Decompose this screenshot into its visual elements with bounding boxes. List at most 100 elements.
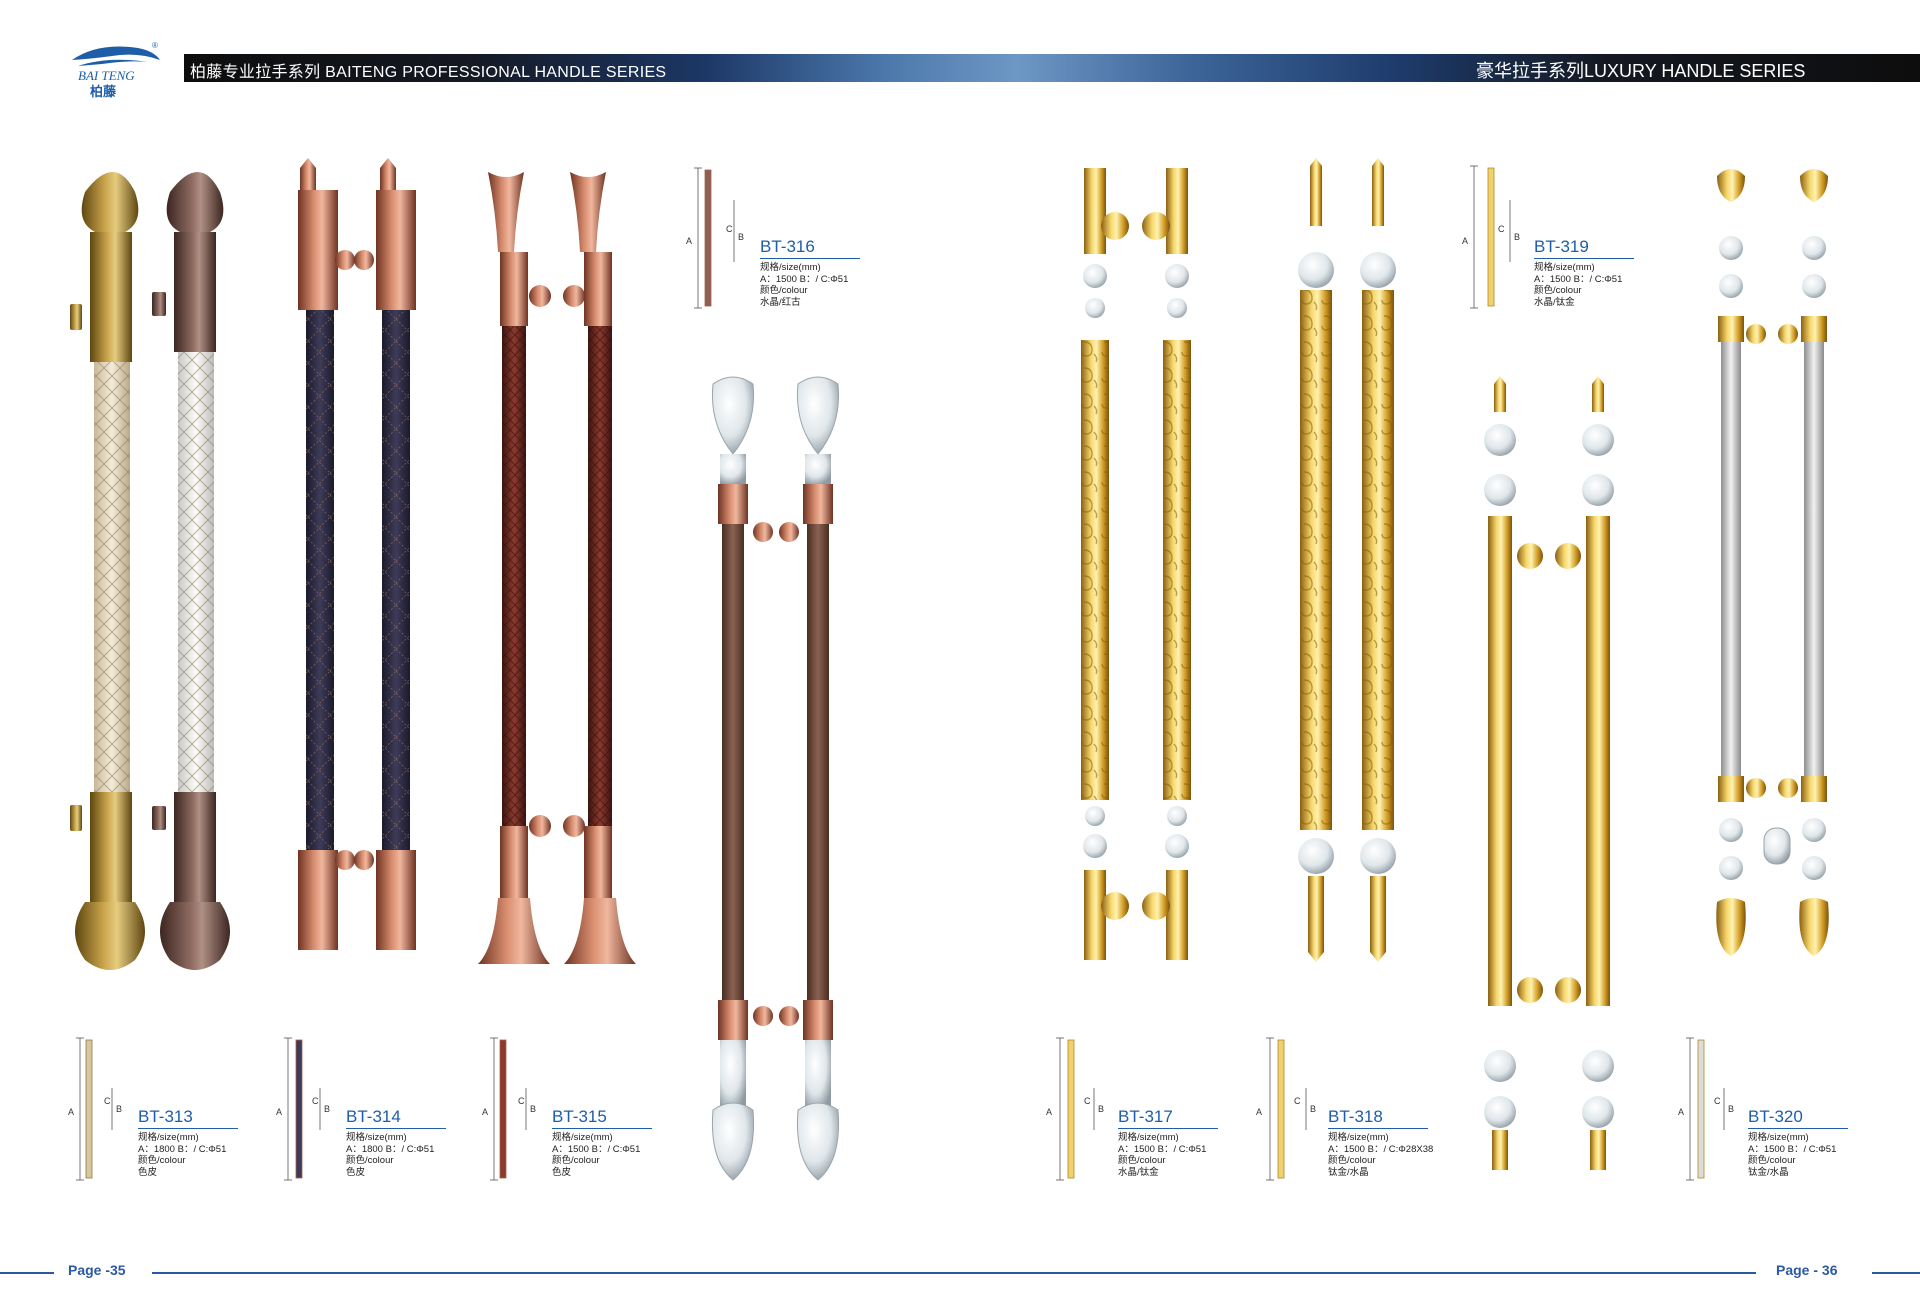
- dim-a-label: A: [1462, 236, 1468, 246]
- spec-block-bt320: BT-320 规格/size(mm) A：1500 B：/ C:Φ51 颜色/c…: [1748, 1106, 1868, 1178]
- size-label: 规格/size(mm): [346, 1132, 407, 1143]
- size-label: 规格/size(mm): [1328, 1132, 1389, 1143]
- header-left-title: 柏藤专业拉手系列 BAITENG PROFESSIONAL HANDLE SER…: [190, 64, 667, 81]
- dim-b-label: B: [738, 232, 744, 242]
- spec-block-bt318: BT-318 规格/size(mm) A：1500 B：/ C:Φ28X38 颜…: [1328, 1106, 1448, 1178]
- logo-text-top: BAI TENG: [78, 68, 135, 83]
- dim-c-label: C: [1084, 1096, 1091, 1106]
- spec-block-bt317: BT-317 规格/size(mm) A：1500 B：/ C:Φ51 颜色/c…: [1118, 1106, 1238, 1178]
- colour-label: 颜色/colour: [1328, 1155, 1376, 1166]
- colour-value: 色皮: [552, 1166, 572, 1178]
- registered-mark: ®: [152, 41, 158, 50]
- dim-c-label: C: [104, 1096, 111, 1106]
- size-value: A：1500 B：/ C:Φ51: [1118, 1143, 1207, 1155]
- footer-line-right: [1872, 1272, 1920, 1274]
- handle-bt318-left: [1298, 158, 1334, 962]
- colour-label: 颜色/colour: [1748, 1155, 1796, 1166]
- spec-block-bt313: BT-313 规格/size(mm) A：1800 B：/ C:Φ51 颜色/c…: [138, 1106, 258, 1178]
- dim-a-label: A: [1046, 1107, 1052, 1117]
- size-value: A：1500 B：/ C:Φ51: [760, 273, 849, 285]
- dim-a-label: A: [276, 1107, 282, 1117]
- handle-bt320-right: [1778, 169, 1829, 956]
- size-label: 规格/size(mm): [552, 1132, 613, 1143]
- dim-b-label: B: [1514, 232, 1520, 242]
- dim-b-label: B: [1728, 1104, 1734, 1114]
- dim-b-label: B: [1098, 1104, 1104, 1114]
- handle-bt316-right: [779, 376, 840, 1181]
- dim-c-label: C: [1294, 1096, 1301, 1106]
- dim-b-label: B: [116, 1104, 122, 1114]
- baiteng-logo: BAI TENG 柏藤 ®: [72, 41, 160, 99]
- model-number: BT-313: [138, 1106, 238, 1129]
- dim-a-label: A: [68, 1107, 74, 1117]
- colour-label: 颜色/colour: [552, 1155, 600, 1166]
- handle-bt318-right: [1360, 158, 1396, 962]
- colour-value: 色皮: [138, 1166, 158, 1178]
- handle-bt320-left: [1716, 169, 1766, 956]
- colour-value: 钛金/水晶: [1748, 1166, 1789, 1178]
- handle-bt316-left: [711, 376, 773, 1181]
- dim-a-label: A: [1256, 1107, 1262, 1117]
- model-number: BT-317: [1118, 1106, 1218, 1129]
- dim-diagram-bt320: A C B: [1678, 1037, 1734, 1181]
- handle-bt317-right: [1142, 168, 1191, 960]
- dim-diagram-bt314: A C B: [276, 1037, 330, 1181]
- logo-text-bottom: 柏藤: [90, 84, 117, 99]
- size-label: 规格/size(mm): [1748, 1132, 1809, 1143]
- spec-block-bt316: BT-316 规格/size(mm) A：1500 B：/ C:Φ51 颜色/c…: [760, 236, 880, 308]
- size-label: 规格/size(mm): [1534, 262, 1595, 273]
- colour-value: 水晶/红古: [760, 296, 801, 308]
- dim-a-label: A: [482, 1107, 488, 1117]
- size-label: 规格/size(mm): [138, 1132, 199, 1143]
- size-value: A：1800 B：/ C:Φ51: [138, 1143, 227, 1155]
- crystal-knob-accessory: [1763, 827, 1791, 865]
- dim-b-label: B: [1310, 1104, 1316, 1114]
- model-number: BT-318: [1328, 1106, 1428, 1129]
- dim-c-label: C: [1498, 224, 1505, 234]
- footer-line-center: [152, 1272, 1756, 1274]
- spec-block-bt314: BT-314 规格/size(mm) A：1800 B：/ C:Φ51 颜色/c…: [346, 1106, 466, 1178]
- model-number: BT-316: [760, 236, 860, 259]
- dim-c-label: C: [312, 1096, 319, 1106]
- colour-label: 颜色/colour: [138, 1155, 186, 1166]
- header-right-title: 豪华拉手系列LUXURY HANDLE SERIES: [1476, 61, 1806, 81]
- size-value: A：1500 B：/ C:Φ51: [552, 1143, 641, 1155]
- handle-bt319-left: [1484, 376, 1543, 1170]
- handle-bt313-bronze: [152, 172, 230, 970]
- handle-bt314-right: [354, 158, 416, 950]
- dim-diagram-bt319: A C B: [1462, 165, 1520, 309]
- dim-c-label: C: [726, 224, 733, 234]
- colour-label: 颜色/colour: [760, 285, 808, 296]
- colour-label: 颜色/colour: [346, 1155, 394, 1166]
- dim-a-label: A: [1678, 1107, 1684, 1117]
- dim-diagram-bt317: A C B: [1046, 1037, 1104, 1181]
- model-number: BT-314: [346, 1106, 446, 1129]
- handle-bt313-gold: [70, 172, 145, 970]
- size-label: 规格/size(mm): [1118, 1132, 1179, 1143]
- dim-diagram-bt318: A C B: [1256, 1037, 1316, 1181]
- spec-block-bt319: BT-319 规格/size(mm) A：1500 B：/ C:Φ51 颜色/c…: [1534, 236, 1654, 308]
- model-number: BT-319: [1534, 236, 1634, 259]
- page-number-right: Page - 36: [1776, 1262, 1838, 1278]
- handle-bt315-right: [563, 172, 636, 964]
- colour-value: 水晶/钛金: [1118, 1166, 1159, 1178]
- colour-value: 色皮: [346, 1166, 366, 1178]
- size-label: 规格/size(mm): [760, 262, 821, 273]
- dim-b-label: B: [324, 1104, 330, 1114]
- size-value: A：1500 B：/ C:Φ28X38: [1328, 1143, 1434, 1155]
- dim-diagram-bt316: A C B: [686, 167, 744, 309]
- handle-bt319-right: [1555, 376, 1614, 1170]
- colour-value: 水晶/钛金: [1534, 296, 1575, 308]
- handle-bt314-left: [298, 158, 355, 950]
- dim-c-label: C: [1714, 1096, 1721, 1106]
- colour-label: 颜色/colour: [1118, 1155, 1166, 1166]
- dim-c-label: C: [518, 1096, 525, 1106]
- model-number: BT-315: [552, 1106, 652, 1129]
- colour-value: 钛金/水晶: [1328, 1166, 1369, 1178]
- size-value: A：1500 B：/ C:Φ51: [1534, 273, 1623, 285]
- header-bar: [184, 54, 1920, 82]
- dim-b-label: B: [530, 1104, 536, 1114]
- dim-diagram-bt315: A C B: [482, 1037, 536, 1181]
- handle-bt317-left: [1081, 168, 1129, 960]
